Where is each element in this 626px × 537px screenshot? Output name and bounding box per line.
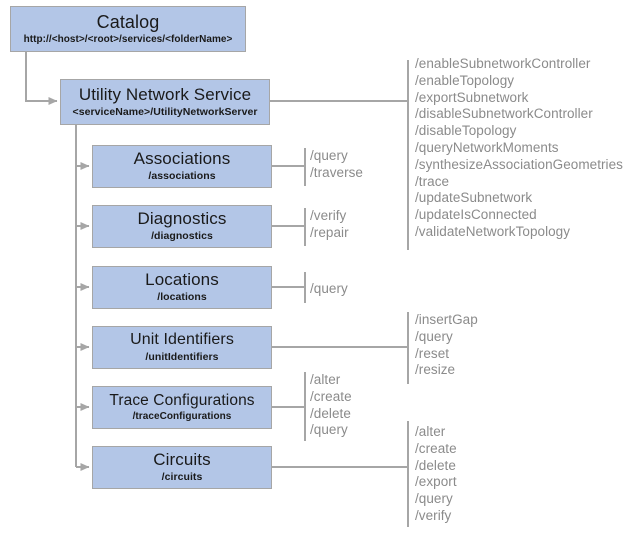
operation-item: /query [415,328,453,344]
node-circuits-title: Circuits [153,450,211,470]
operation-item: /validateNetworkTopology [415,223,571,239]
node-unit-identifiers-title: Unit Identifiers [130,330,234,348]
operation-item: /export [415,474,457,490]
operation-item: /trace [415,173,450,189]
node-catalog[interactable]: Catalog http://<host>/<root>/services/<f… [10,6,246,52]
node-catalog-title: Catalog [96,11,160,32]
node-diagnostics[interactable]: Diagnostics /diagnostics [92,205,272,248]
operations-list-unit-identifiers: /insertGap/query/reset/resize [415,312,478,379]
operation-item: /alter [310,372,341,387]
node-circuits-path: /circuits [161,471,203,484]
operations-list-service: /enableSubnetworkController/enableTopolo… [415,56,623,241]
operation-item: /disableTopology [415,123,517,139]
node-locations-title: Locations [145,270,219,290]
operation-item: /repair [310,224,349,240]
operation-item: /enableTopology [415,72,515,88]
node-associations[interactable]: Associations /associations [92,145,272,188]
operations-list-diagnostics: /verify/repair [310,208,349,242]
operation-item: /synthesizeAssociationGeometries [415,156,623,172]
node-unit-identifiers[interactable]: Unit Identifiers /unitIdentifiers [92,326,272,369]
node-diagnostics-title: Diagnostics [137,209,227,229]
node-trace-configurations[interactable]: Trace Configurations /traceConfiguration… [92,386,272,429]
connector-catalog-to-service [24,52,58,105]
operation-item: /queryNetworkMoments [415,139,559,155]
operations-list-associations: /query/traverse [310,148,363,182]
operation-item: /reset [415,345,450,361]
node-catalog-path: http://<host>/<root>/services/<folderNam… [23,33,233,45]
operation-item: /delete [415,457,456,473]
operation-item: /query [310,148,348,163]
operation-item: /query [310,281,348,296]
node-unit-identifiers-path: /unitIdentifiers [145,350,219,363]
node-circuits[interactable]: Circuits /circuits [92,446,272,489]
node-diagnostics-path: /diagnostics [151,230,213,243]
operation-item: /insertGap [415,312,478,327]
operation-item: /verify [415,507,452,523]
operation-item: /exportSubnetwork [415,89,529,105]
operation-item: /enableSubnetworkController [415,56,591,71]
operation-item: /query [415,491,453,507]
operation-item: /create [415,440,457,456]
operation-item: /disableSubnetworkController [415,106,593,122]
node-service-path: <serviceName>/UtilityNetworkServer [72,105,258,118]
operation-item: /updateSubnetwork [415,190,533,206]
operations-list-locations: /query [310,281,348,298]
operation-item: /traverse [310,164,363,180]
node-trace-configurations-path: /traceConfigurations [132,410,232,422]
node-trace-configurations-title: Trace Configurations [109,391,255,409]
operation-item: /resize [415,362,456,378]
operation-item: /verify [310,208,347,223]
node-locations-path: /locations [157,291,207,304]
operations-list-trace-configurations: /alter/create/delete/query [310,372,352,439]
node-associations-path: /associations [148,170,216,183]
operations-list-circuits: /alter/create/delete/export/query/verify [415,424,457,525]
operation-item: /query [310,422,348,438]
node-locations[interactable]: Locations /locations [92,266,272,309]
node-associations-title: Associations [133,149,231,169]
operation-item: /create [310,388,352,404]
operation-item: /updateIsConnected [415,207,537,223]
node-utility-network-service[interactable]: Utility Network Service <serviceName>/Ut… [60,79,270,125]
operation-item: /delete [310,405,351,421]
operation-item: /alter [415,424,446,439]
node-service-title: Utility Network Service [78,84,252,104]
